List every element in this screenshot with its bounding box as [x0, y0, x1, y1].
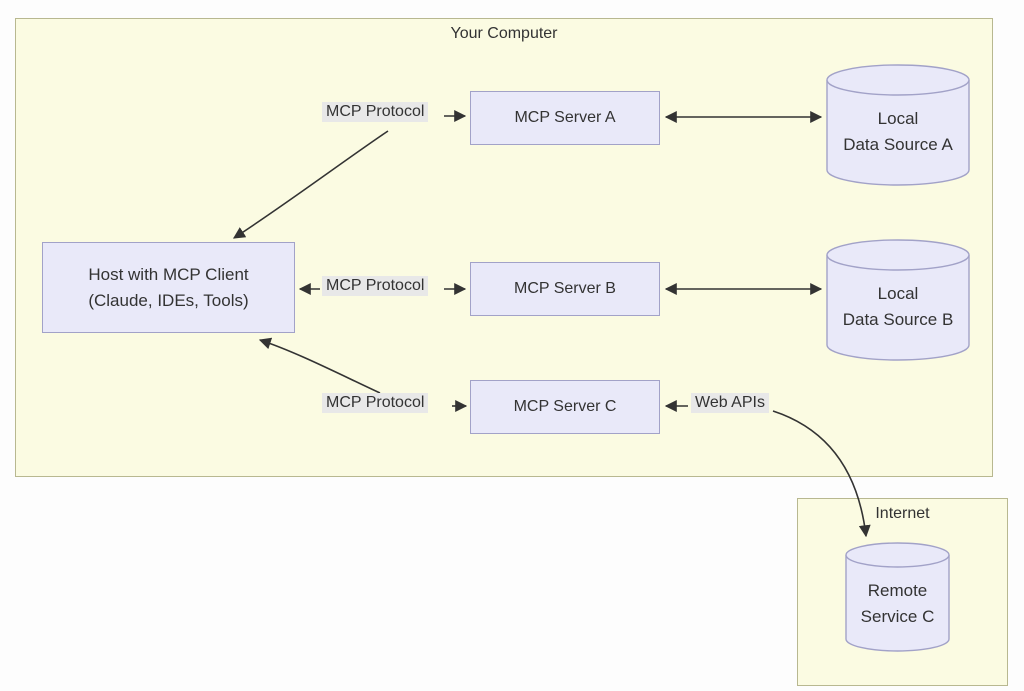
data-b-line1: Local [877, 284, 919, 303]
node-mcp-server-c: MCP Server C [470, 380, 660, 434]
edge-label-web-apis: Web APIs [691, 393, 769, 413]
node-mcp-server-b: MCP Server B [470, 262, 660, 316]
data-a-line1: Local [877, 109, 919, 128]
node-mcp-server-a: MCP Server A [470, 91, 660, 145]
node-local-data-source-b: Local Data Source B [826, 239, 970, 361]
node-local-data-source-a: Local Data Source A [826, 64, 970, 186]
edge-protocol-c-to-host [258, 337, 381, 394]
remote-c-line1: Remote [867, 581, 928, 600]
cylinder-shape [845, 542, 950, 652]
host-label-line2: (Claude, IDEs, Tools) [88, 290, 249, 310]
your-computer-title: Your Computer [450, 25, 558, 42]
edge-protocol-a-to-host [232, 130, 389, 239]
internet-title: Internet [875, 505, 930, 522]
edge-label-mcp-protocol-a: MCP Protocol [322, 102, 429, 122]
server-c-label: MCP Server C [513, 398, 617, 415]
server-b-label: MCP Server B [514, 280, 616, 297]
remote-c-line2: Service C [860, 607, 935, 626]
data-b-line2: Data Source B [842, 310, 954, 329]
internet-group: Internet [797, 498, 1008, 686]
server-a-label: MCP Server A [514, 109, 616, 126]
edge-label-mcp-protocol-c: MCP Protocol [322, 393, 429, 413]
edge-web-apis-to-remote-c [772, 410, 871, 538]
host-label-line1: Host with MCP Client [88, 264, 249, 284]
data-a-line2: Data Source A [843, 135, 953, 154]
cylinder-shape [826, 64, 970, 186]
cylinder-shape [826, 239, 970, 361]
node-host-with-mcp-client: Host with MCP Client (Claude, IDEs, Tool… [42, 242, 295, 333]
node-remote-service-c: Remote Service C [845, 542, 950, 652]
edge-label-mcp-protocol-b: MCP Protocol [322, 276, 429, 296]
